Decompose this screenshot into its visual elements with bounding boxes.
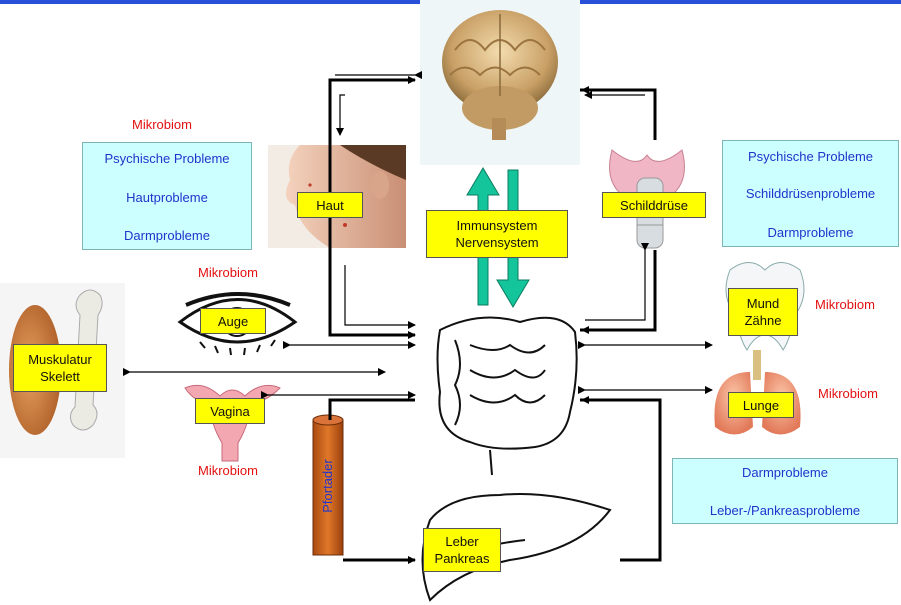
label-leber-pankreas: Leber Pankreas [423, 528, 501, 572]
box-left-problems: Psychische Probleme Hautprobleme Darmpro… [82, 142, 252, 250]
label-pfortader: Pfortader [318, 446, 338, 526]
box-left-line1: Psychische Probleme [83, 151, 251, 166]
label-haut: Haut [297, 192, 363, 218]
box-bottom-line1: Darmprobleme [673, 465, 897, 480]
brain-illustration [420, 0, 580, 165]
label-leber-line2: Pankreas [435, 550, 490, 567]
label-immunsystem-line1: Immunsystem [457, 217, 538, 234]
box-right-line2: Schilddrüsenprobleme [723, 186, 898, 201]
intestine-illustration [438, 318, 577, 476]
label-muskulatur-skelett: Muskulatur Skelett [13, 344, 107, 392]
label-immunsystem: Immunsystem Nervensystem [426, 210, 568, 258]
box-right-problems: Psychische Probleme Schilddrüsenprobleme… [722, 140, 899, 247]
mikrobiom-mund: Mikrobiom [815, 297, 875, 312]
label-mund-zaehne: Mund Zähne [728, 288, 798, 336]
label-lunge: Lunge [728, 392, 794, 418]
mikrobiom-vagina: Mikrobiom [198, 463, 258, 478]
mikrobiom-lunge: Mikrobiom [818, 386, 878, 401]
box-right-line3: Darmprobleme [723, 225, 898, 240]
box-bottom-line2: Leber-/Pankreasprobleme [673, 503, 897, 518]
box-bottom-right-problems: Darmprobleme Leber-/Pankreasprobleme [672, 458, 898, 524]
box-right-line1: Psychische Probleme [723, 149, 898, 164]
label-muskulatur-line2: Skelett [40, 368, 80, 385]
mikrobiom-auge: Mikrobiom [198, 265, 258, 280]
label-vagina: Vagina [195, 398, 265, 424]
label-leber-line1: Leber [445, 533, 478, 550]
mikrobiom-haut: Mikrobiom [132, 117, 192, 132]
label-mund-line1: Mund [747, 295, 780, 312]
label-mund-line2: Zähne [745, 312, 782, 329]
label-immunsystem-line2: Nervensystem [455, 234, 538, 251]
label-schilddruese: Schilddrüse [602, 192, 706, 218]
label-auge: Auge [200, 308, 266, 334]
box-left-line3: Darmprobleme [83, 228, 251, 243]
label-muskulatur-line1: Muskulatur [28, 351, 92, 368]
box-left-line2: Hautprobleme [83, 190, 251, 205]
